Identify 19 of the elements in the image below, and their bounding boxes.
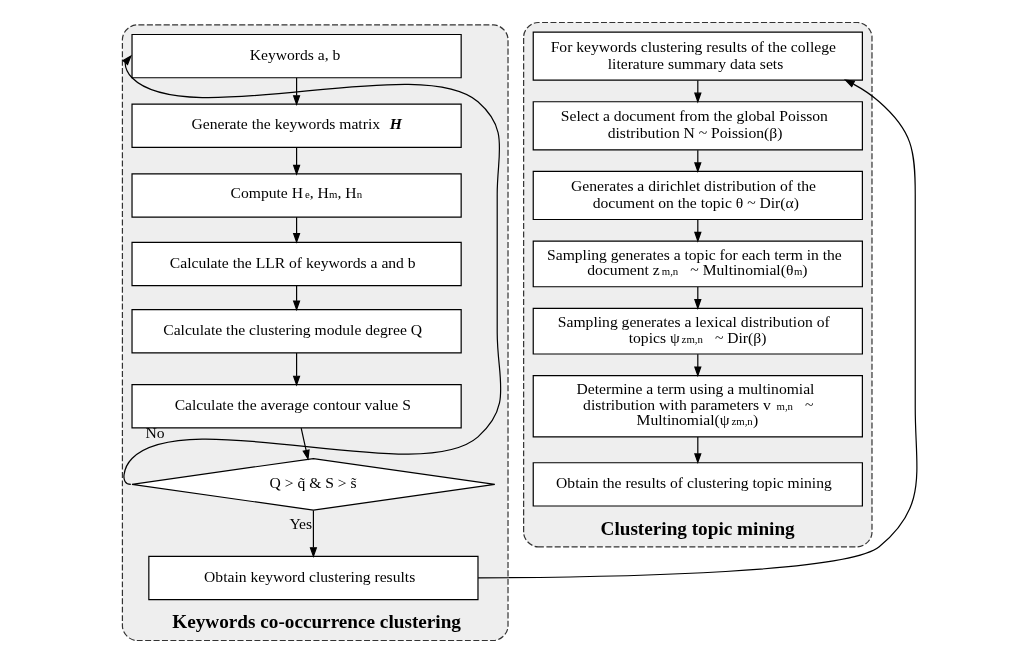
arrow [309,509,318,559]
node-box: Sampling generates a topic for each term in the document zm,n ~ Multinomial(θm) [532,240,863,288]
edge-label: Yes [289,514,313,532]
node-box: Keywords a, b [131,33,462,79]
node-box: Select a document from the global Poisson distribution N ~ Poission(β) [532,101,863,151]
node-box: Calculate the average contour value S [131,384,462,429]
node-box: Obtain the results of clustering topic mining [532,462,863,507]
node-box: For keywords clustering results of the college literature summary data sets [532,31,863,81]
node-box: Obtain keyword clustering results [148,555,479,601]
arrow [122,54,502,485]
node-box: Sampling generates a lexical distribution of topics ψzm,n ~ Dir(β) [532,307,863,355]
node-box: Calculate the clustering module degree Q [131,308,462,354]
node-box: Calculate the LLR of keywords a and b [131,241,462,287]
arrow [292,352,301,387]
node-box: Generates a dirichlet distribution of the document on the topic θ ~ Dir(α) [532,170,863,221]
node-box: Compute He, Hm, Hn [131,173,462,218]
arrow [300,427,310,461]
node-box: Generate the keywords matrix H [131,103,462,148]
node-diamond: Q > q̃ & S > s̃ [131,457,496,511]
